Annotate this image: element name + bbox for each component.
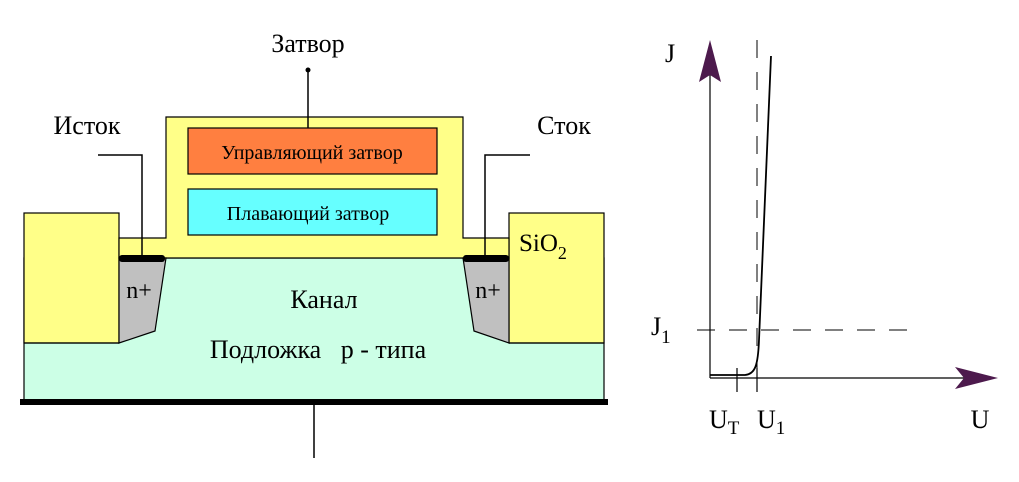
- x-axis-label: U: [971, 405, 990, 434]
- ut-label: UT: [709, 405, 740, 439]
- u1-label: U1: [757, 405, 785, 439]
- drain-label: Сток: [537, 111, 591, 140]
- j1-label-subscript: 1: [661, 327, 671, 348]
- mosfet-cross-section: Затвор Исток Сток Управляющий затвор Пла…: [20, 29, 608, 458]
- oxide-right: [508, 212, 605, 344]
- n-plus-right-label: n+: [475, 278, 501, 304]
- ut-label-subscript: T: [728, 418, 740, 439]
- floating-gate: [187, 188, 438, 236]
- source-contact: [119, 255, 165, 262]
- y-axis-label: J: [665, 39, 675, 68]
- floating-gate-label: Плавающий затвор: [227, 203, 389, 225]
- n-plus-left-label: n+: [126, 278, 152, 304]
- drain-lead: [484, 154, 530, 255]
- iv-characteristic: J U J1 UT U1: [651, 39, 998, 439]
- iv-curve: [710, 55, 772, 376]
- x-axis-arrowhead: [955, 367, 998, 389]
- oxide-label-subscript: 2: [558, 243, 567, 263]
- source-label: Исток: [54, 111, 121, 140]
- substrate-contact: [20, 399, 608, 405]
- control-gate: [187, 127, 438, 175]
- substrate-label: Подложка p - типа: [210, 335, 427, 364]
- j1-label: J1: [651, 312, 671, 348]
- oxide-left: [23, 212, 120, 344]
- gate-label: Затвор: [271, 29, 344, 58]
- u1-label-subscript: 1: [776, 418, 786, 439]
- control-gate-label: Управляющий затвор: [221, 142, 402, 164]
- gate-terminal-dot: [305, 67, 311, 73]
- drain-contact: [463, 255, 509, 262]
- y-axis-arrowhead: [699, 40, 721, 82]
- source-lead: [98, 154, 143, 255]
- oxide-label: SiO2: [519, 230, 567, 263]
- channel-label: Канал: [290, 285, 357, 314]
